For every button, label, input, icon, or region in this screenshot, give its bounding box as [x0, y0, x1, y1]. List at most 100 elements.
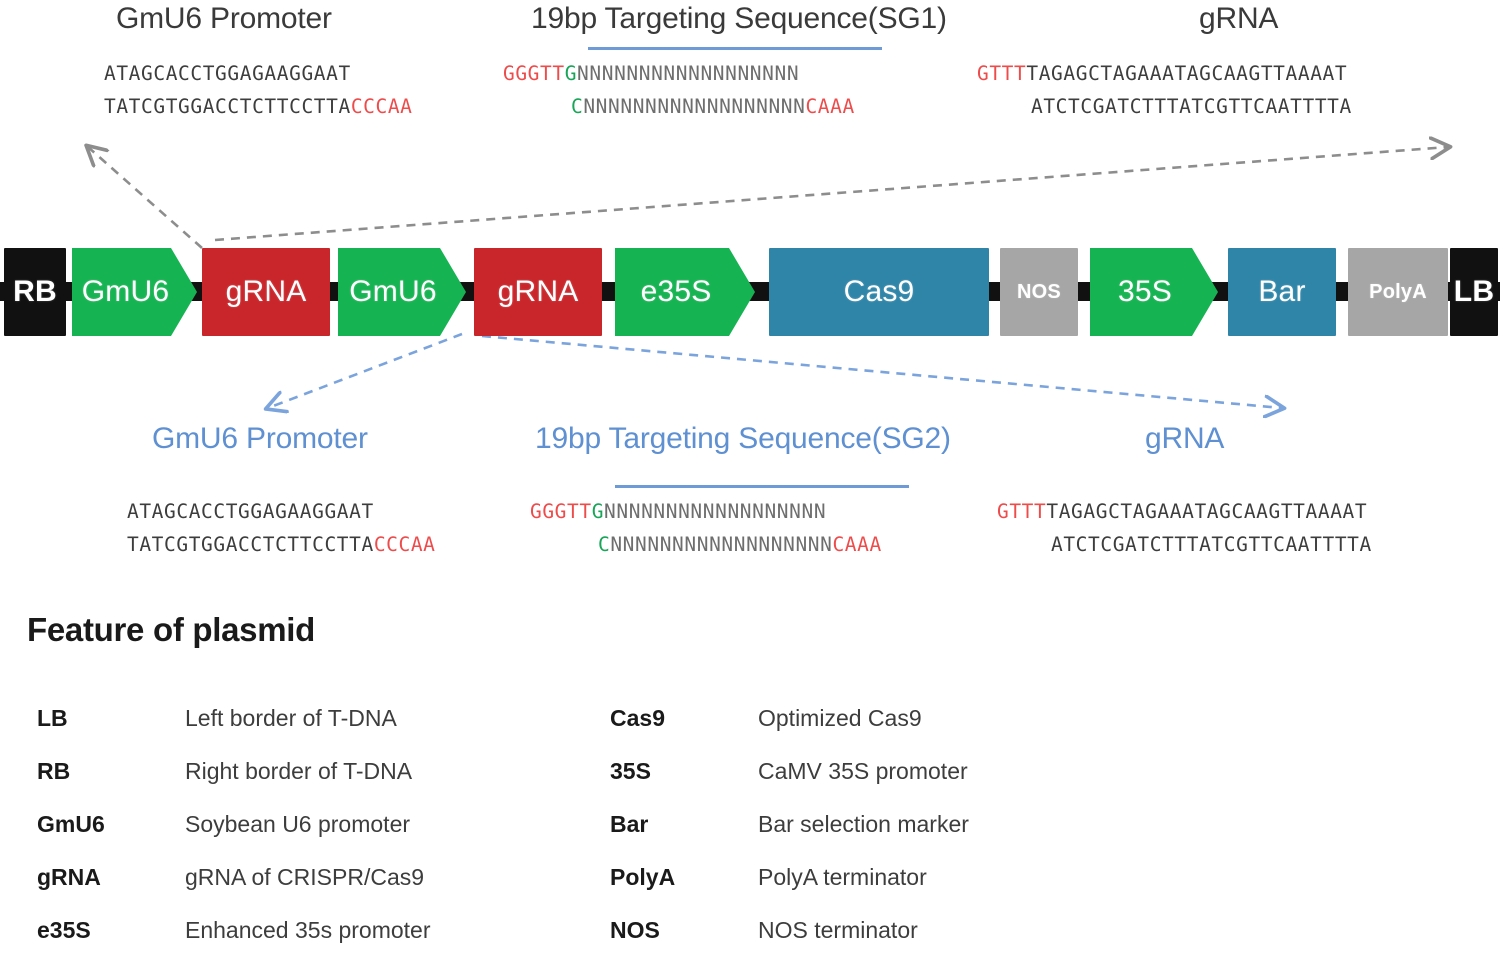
plasmid-feature-cas9-6[interactable]: Cas9 — [769, 248, 989, 336]
plasmid-feature-label: 35S — [1118, 275, 1172, 308]
sg2-promoter-sequence: ATAGCACCTGGAGAAGGAAT TATCGTGGACCTCTTCCTT… — [127, 500, 436, 556]
sg2-target-top-green: G — [591, 500, 605, 523]
legend-value: CaMV 35S promoter — [758, 758, 968, 784]
sg2-targeting-sequence: GGGTTGNNNNNNNNNNNNNNNNNN CNNNNNNNNNNNNNN… — [530, 500, 882, 556]
plasmid-feature-grna-4[interactable]: gRNA — [474, 248, 602, 336]
plasmid-feature-nos-7[interactable]: NOS — [1000, 248, 1078, 336]
sg1-arrow-right — [214, 147, 1448, 242]
plasmid-feature-label: gRNA — [497, 275, 579, 308]
legend-key: PolyA — [610, 864, 676, 890]
legend-row-rb: RB Right border of T-DNA — [37, 758, 431, 811]
legend-left-column: LB Left border of T-DNA RB Right border of … — [37, 705, 431, 970]
sg1-grna-sequence: GTTTTAGAGCTAGAAATAGCAAGTTAAAAT ATCTCGATC… — [977, 62, 1352, 118]
plasmid-feature-label: e35S — [640, 275, 712, 308]
sg1-targeting-sequence: GGGTTGNNNNNNNNNNNNNNNNNN CNNNNNNNNNNNNNN… — [503, 62, 855, 118]
legend-row-35s: 35S CaMV 35S promoter — [610, 758, 969, 811]
sg1-target-top-red: GGGTT — [503, 62, 565, 85]
legend-row-polya: PolyA PolyA terminator — [610, 864, 969, 917]
sg2-promoter-bottom: TATCGTGGACCTCTTCCTTA — [127, 533, 374, 556]
plasmid-feature-grna-2[interactable]: gRNA — [202, 248, 330, 336]
legend-row-grna: gRNA gRNA of CRISPR/Cas9 — [37, 864, 431, 917]
legend-value: gRNA of CRISPR/Cas9 — [185, 864, 425, 890]
sg1-grna-label: gRNA — [1199, 2, 1279, 35]
legend-key: NOS — [610, 917, 660, 943]
sg1-target-bottom-n: NNNNNNNNNNNNNNNNNN — [583, 95, 806, 118]
sg1-promoter-top: ATAGCACCTGGAGAAGGAAT — [104, 62, 351, 85]
legend-key: Cas9 — [610, 705, 665, 731]
sg1-target-bottom-red: CAAA — [805, 95, 855, 118]
plasmid-feature-label: RB — [13, 275, 57, 308]
sg1-promoter-sequence: ATAGCACCTGGAGAAGGAAT TATCGTGGACCTCTTCCTT… — [104, 62, 413, 118]
legend-key: GmU6 — [37, 811, 105, 837]
legend-row-cas9: Cas9 Optimized Cas9 — [610, 705, 969, 758]
sg1-promoter-bottom: TATCGTGGACCTCTTCCTTA — [104, 95, 351, 118]
legend-key: RB — [37, 758, 71, 784]
plasmid-feature-label: PolyA — [1369, 280, 1427, 303]
sg2-arrow-left — [268, 332, 463, 408]
sg2-grna-top-red: GTTT — [997, 500, 1047, 523]
sg1-grna-bottom: ATCTCGATCTTTATCGTTCAATTTTA — [1031, 95, 1352, 118]
sg2-grna-label: gRNA — [1145, 422, 1225, 455]
sg2-promoter-bottom-red: CCCAA — [373, 533, 436, 556]
legend-key: Bar — [610, 811, 649, 837]
sg2-target-bottom-red: CAAA — [832, 533, 882, 556]
plasmid-feature-polya-10[interactable]: PolyA — [1348, 248, 1448, 336]
sg2-grna-sequence: GTTTTAGAGCTAGAAATAGCAAGTTAAAAT ATCTCGATC… — [997, 500, 1372, 556]
sg2-grna-bottom: ATCTCGATCTTTATCGTTCAATTTTA — [1051, 533, 1372, 556]
plasmid-feature-35s-8[interactable]: 35S — [1090, 248, 1218, 336]
legend-value: Left border of T-DNA — [185, 705, 397, 731]
plasmid-feature-gmu6-1[interactable]: GmU6 — [72, 248, 197, 336]
legend-value: Right border of T-DNA — [185, 758, 413, 784]
legend-row-e35s: e35S Enhanced 35s promoter — [37, 917, 431, 970]
plasmid-feature-label: GmU6 — [81, 275, 170, 308]
sg1-target-top-green: G — [564, 62, 578, 85]
legend-row-lb: LB Left border of T-DNA — [37, 705, 431, 758]
sg2-target-top-red: GGGTT — [530, 500, 592, 523]
sg2-target-bottom-n: NNNNNNNNNNNNNNNNNN — [610, 533, 833, 556]
sg1-grna-top-red: GTTT — [977, 62, 1027, 85]
sg1-grna-top: TAGAGCTAGAAATAGCAAGTTAAAAT — [1026, 62, 1348, 85]
sg1-promoter-label: GmU6 Promoter — [116, 2, 332, 35]
sg1-arrow-left — [88, 147, 203, 249]
sg2-promoter-top: ATAGCACCTGGAGAAGGAAT — [127, 500, 374, 523]
sg1-target-bottom-green: C — [571, 95, 584, 118]
sg1-targeting-label: 19bp Targeting Sequence(SG1) — [531, 2, 947, 35]
plasmid-feature-bar-9[interactable]: Bar — [1228, 248, 1336, 336]
legend-row-bar: Bar Bar selection marker — [610, 811, 969, 864]
sg1-target-top-n: NNNNNNNNNNNNNNNNNN — [577, 62, 800, 85]
plasmid-feature-lb-11[interactable]: LB — [1450, 248, 1498, 336]
plasmid-feature-gmu6-3[interactable]: GmU6 — [338, 248, 466, 336]
plasmid-feature-label: Bar — [1258, 275, 1306, 308]
legend-value: NOS terminator — [758, 917, 918, 943]
sg1-targeting-underline — [588, 47, 882, 50]
legend-key: 35S — [610, 758, 651, 784]
sg2-promoter-label: GmU6 Promoter — [152, 422, 368, 455]
sg2-targeting-underline — [615, 485, 909, 488]
sg2-grna-top: TAGAGCTAGAAATAGCAAGTTAAAAT — [1046, 500, 1368, 523]
plasmid-feature-label: Cas9 — [843, 275, 915, 308]
sg2-targeting-label: 19bp Targeting Sequence(SG2) — [535, 422, 951, 455]
plasmid-feature-label: GmU6 — [349, 275, 437, 308]
legend-value: PolyA terminator — [758, 864, 927, 890]
legend-row-nos: NOS NOS terminator — [610, 917, 969, 970]
legend-row-gmu6: GmU6 Soybean U6 promoter — [37, 811, 431, 864]
plasmid-feature-e35s-5[interactable]: e35S — [615, 248, 755, 336]
legend-key: LB — [37, 705, 68, 731]
plasmid-map: RB GmU6 gRNA GmU6 gRNA e35S Cas9 NOS 35S Bar PolyA… — [0, 248, 1500, 336]
legend-value: Bar selection marker — [758, 811, 969, 837]
legend-key: e35S — [37, 917, 91, 943]
legend-title: Feature of plasmid — [27, 611, 315, 648]
plasmid-feature-label: LB — [1453, 275, 1495, 308]
sg2-target-bottom-green: C — [598, 533, 611, 556]
legend-key: gRNA — [37, 864, 101, 890]
sg2-target-top-n: NNNNNNNNNNNNNNNNNN — [604, 500, 827, 523]
sg2-arrow-right — [481, 334, 1282, 408]
plasmid-feature-rb-0[interactable]: RB — [4, 248, 66, 336]
plasmid-feature-label: gRNA — [225, 275, 307, 308]
plasmid-feature-label: NOS — [1017, 280, 1061, 303]
legend-value: Optimized Cas9 — [758, 705, 922, 731]
legend-value: Enhanced 35s promoter — [185, 917, 431, 943]
legend-value: Soybean U6 promoter — [185, 811, 411, 837]
sg1-promoter-bottom-red: CCCAA — [350, 95, 413, 118]
